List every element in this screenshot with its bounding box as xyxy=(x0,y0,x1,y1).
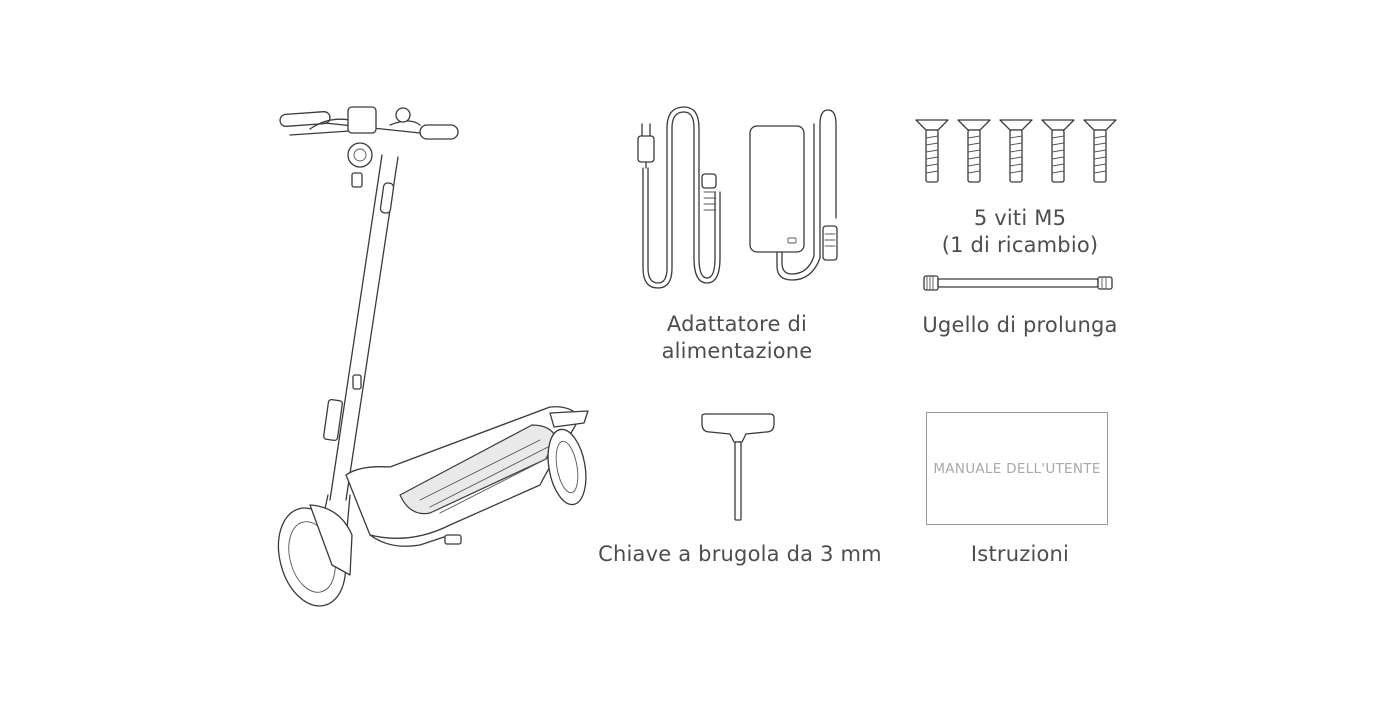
screw-icon xyxy=(1083,119,1117,183)
screw-icon xyxy=(957,119,991,183)
screws-group xyxy=(914,116,1124,186)
adapter-label: Adattatore di alimentazione xyxy=(617,311,857,365)
manual-cover-text: MANUALE DELL'UTENTE xyxy=(933,460,1101,477)
screw-icon xyxy=(1041,119,1075,183)
screws-label: 5 viti M5 (1 di ricambio) xyxy=(900,205,1140,259)
screws-label-line1: 5 viti M5 xyxy=(973,206,1067,230)
manual-illustration: MANUALE DELL'UTENTE xyxy=(926,412,1108,525)
hex-key-illustration xyxy=(698,412,778,524)
screw-icon xyxy=(915,119,949,183)
screw-icon xyxy=(999,119,1033,183)
nozzle-label: Ugello di prolunga xyxy=(922,313,1118,337)
scooter-illustration xyxy=(270,95,600,620)
screws-label-line2: (1 di ricambio) xyxy=(941,233,1099,257)
hex-key-label: Chiave a brugola da 3 mm xyxy=(598,542,882,566)
adapter-label-line1: Adattatore di xyxy=(666,312,808,336)
extension-nozzle-illustration xyxy=(922,272,1117,294)
adapter-label-line2: alimentazione xyxy=(661,339,813,363)
manual-label: Istruzioni xyxy=(970,542,1070,566)
power-adapter-illustration xyxy=(632,106,852,293)
